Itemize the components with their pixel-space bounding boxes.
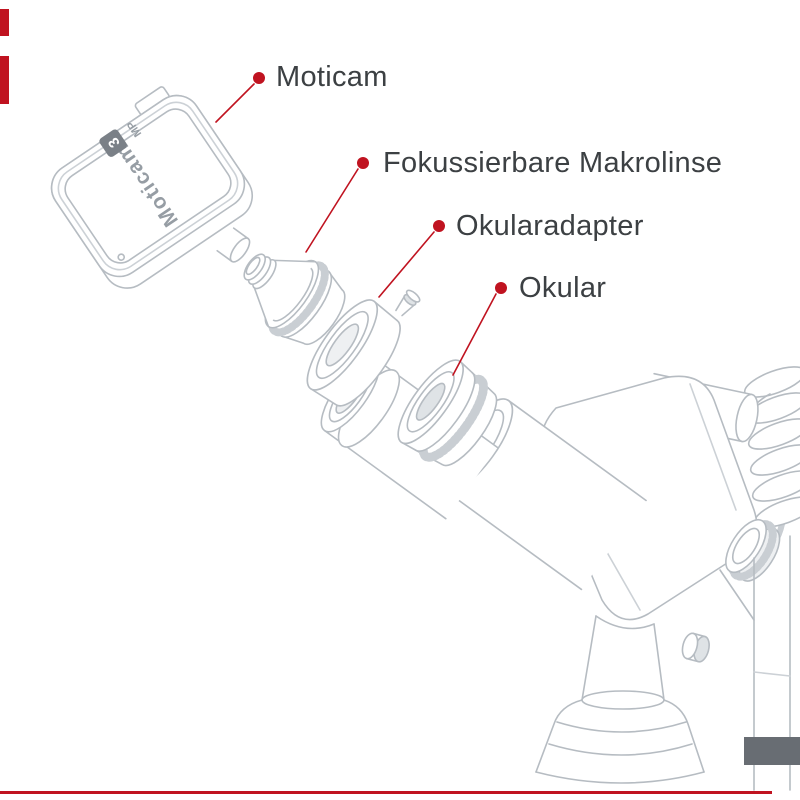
- coiled-cable-illustration: [739, 366, 800, 565]
- microscope-body-illustration: [535, 372, 800, 791]
- annotations: [215, 72, 507, 376]
- red-accent-bar-bottom: [0, 56, 9, 104]
- body-column-illustration: [535, 615, 710, 784]
- camera-badge: [99, 129, 127, 157]
- moticam-camera-illustration: Moticam 3 MP: [50, 86, 254, 289]
- stand-illustration: [719, 535, 800, 791]
- red-accent-bar-top: [0, 9, 9, 36]
- label-dot-okular: [495, 282, 507, 294]
- label-dot-makrolinse: [357, 157, 369, 169]
- thumbscrew-illustration: [395, 289, 421, 317]
- bottom-rule: [0, 791, 772, 794]
- leader-line-okular: [452, 293, 497, 376]
- label-okular: Okular: [519, 272, 607, 304]
- leader-line-okularadapter: [378, 231, 435, 298]
- stand-slot: [744, 737, 800, 765]
- makrolinse-illustration: [243, 253, 346, 346]
- leader-line-moticam: [215, 83, 255, 123]
- leader-line-makrolinse: [305, 168, 359, 253]
- label-dot-moticam: [253, 72, 265, 84]
- label-moticam: Moticam: [276, 61, 388, 93]
- label-makrolinse: Fokussierbare Makrolinse: [383, 147, 723, 179]
- focus-knob-illustration: [725, 518, 781, 582]
- camera-mount-illustration: [216, 227, 251, 263]
- label-okularadapter: Okularadapter: [456, 210, 644, 242]
- label-dot-okularadapter: [433, 220, 445, 232]
- okularadapter-illustration: [306, 289, 421, 407]
- okular-illustration: [397, 359, 498, 468]
- camera-led: [117, 253, 126, 261]
